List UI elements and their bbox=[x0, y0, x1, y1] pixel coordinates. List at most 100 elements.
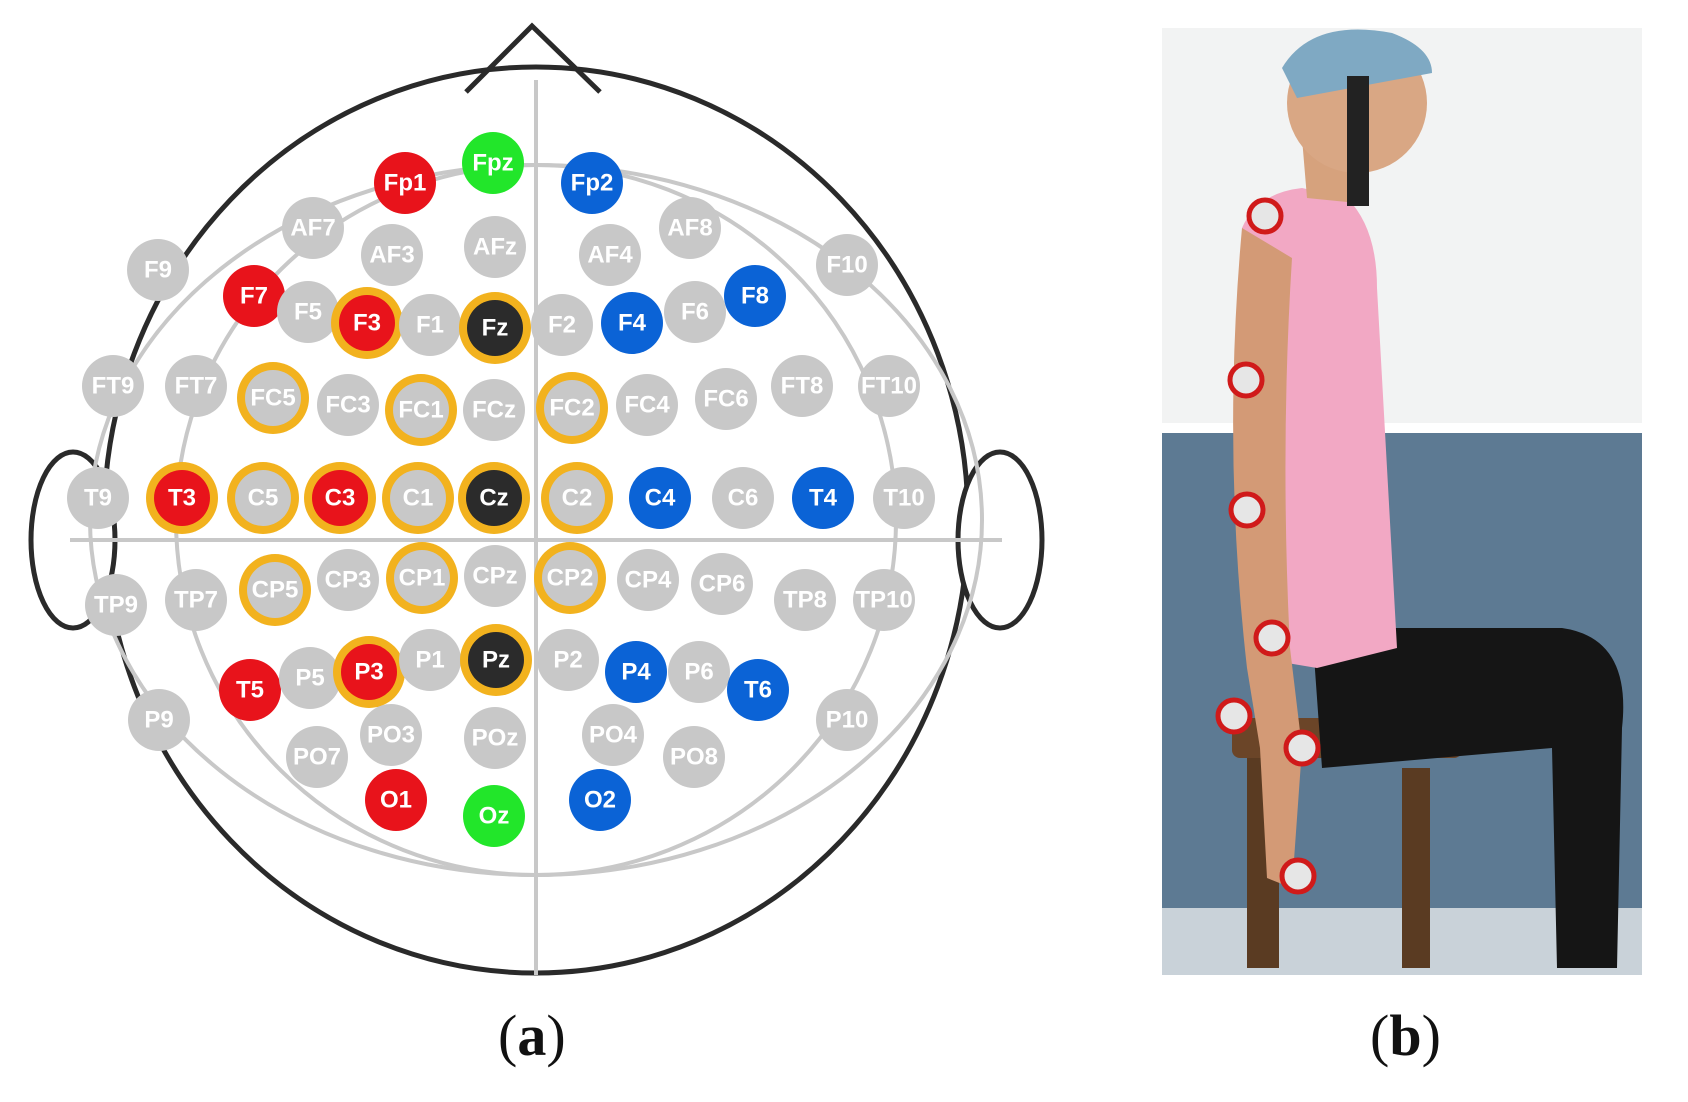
electrode-label: CP1 bbox=[399, 565, 446, 592]
electrode-dot bbox=[317, 549, 379, 611]
electrode-f7: F7 bbox=[223, 265, 285, 327]
electrode-label: T6 bbox=[744, 677, 772, 704]
subject-photo bbox=[1162, 28, 1642, 975]
electrode-label: FC6 bbox=[703, 386, 748, 413]
electrode-label: PO3 bbox=[367, 722, 415, 749]
electrode-fz: Fz bbox=[459, 292, 531, 364]
electrode-fc6: FC6 bbox=[695, 368, 757, 430]
electrode-dot bbox=[394, 550, 450, 606]
electrode-f4: F4 bbox=[601, 292, 663, 354]
electrode-dot bbox=[873, 467, 935, 529]
electrode-tp8: TP8 bbox=[774, 569, 836, 631]
electrode-fp1: Fp1 bbox=[374, 152, 436, 214]
electrode-dot bbox=[361, 224, 423, 286]
electrode-label: TP8 bbox=[783, 587, 827, 614]
electrode-label: TP10 bbox=[855, 587, 912, 614]
electrode-label: T10 bbox=[883, 485, 924, 512]
electrode-dot bbox=[390, 470, 446, 526]
electrode-po3: PO3 bbox=[360, 704, 422, 766]
electrode-dot bbox=[569, 769, 631, 831]
electrode-dot bbox=[629, 467, 691, 529]
electrode-fc5: FC5 bbox=[237, 362, 309, 434]
electrode-fc4: FC4 bbox=[616, 374, 678, 436]
electrode-f6: F6 bbox=[664, 281, 726, 343]
electrode-dot bbox=[464, 707, 526, 769]
eeg-cap bbox=[1282, 29, 1432, 98]
electrode-label: CP4 bbox=[625, 567, 672, 594]
electrode-dot bbox=[537, 629, 599, 691]
electrode-c6: C6 bbox=[712, 467, 774, 529]
electrode-oz: Oz bbox=[463, 785, 525, 847]
electrode-dot bbox=[341, 644, 397, 700]
electrode-label: FC3 bbox=[325, 392, 370, 419]
electrode-c5: C5 bbox=[227, 462, 299, 534]
electrode-label: F6 bbox=[681, 299, 709, 326]
electrode-label: CP6 bbox=[699, 571, 746, 598]
electrode-dot bbox=[466, 470, 522, 526]
electrode-label: C1 bbox=[403, 485, 434, 512]
electrode-dot bbox=[463, 379, 525, 441]
electrode-dot bbox=[724, 265, 786, 327]
electrode-t4: T4 bbox=[792, 467, 854, 529]
electrode-po8: PO8 bbox=[663, 726, 725, 788]
electrode-dot bbox=[858, 355, 920, 417]
electrode-dot bbox=[279, 647, 341, 709]
electrode-p4: P4 bbox=[605, 641, 667, 703]
electrode-t10: T10 bbox=[873, 467, 935, 529]
electrode-dot bbox=[816, 234, 878, 296]
electrode-fc1: FC1 bbox=[385, 374, 457, 446]
electrode-fcz: FCz bbox=[463, 379, 525, 441]
electrode-f8: F8 bbox=[724, 265, 786, 327]
electrode-dot bbox=[360, 704, 422, 766]
electrode-label: Fpz bbox=[472, 150, 513, 177]
electrode-poz: POz bbox=[464, 707, 526, 769]
chair-leg-back bbox=[1402, 768, 1430, 968]
electrode-dot bbox=[127, 239, 189, 301]
electrode-label: FC2 bbox=[549, 395, 594, 422]
electrode-label: FC1 bbox=[398, 397, 443, 424]
electrode-f5: F5 bbox=[277, 281, 339, 343]
electrode-dot bbox=[668, 641, 730, 703]
electrode-label: TP7 bbox=[174, 587, 218, 614]
electrode-label: CP2 bbox=[547, 565, 594, 592]
electrode-label: P6 bbox=[684, 659, 713, 686]
electrode-cp3: CP3 bbox=[317, 549, 379, 611]
electrode-label: FT8 bbox=[781, 373, 824, 400]
electrode-dot bbox=[365, 769, 427, 831]
electrode-label: C2 bbox=[562, 485, 593, 512]
electrode-dot bbox=[664, 281, 726, 343]
electrode-label: AF7 bbox=[290, 215, 335, 242]
caption-b-open: ( bbox=[1370, 1003, 1390, 1068]
electrode-label: O2 bbox=[584, 787, 616, 814]
electrode-label: FT10 bbox=[861, 373, 917, 400]
electrode-dot bbox=[282, 197, 344, 259]
electrode-label: Oz bbox=[479, 803, 510, 830]
electrode-po4: PO4 bbox=[582, 704, 644, 766]
electrode-label: POz bbox=[472, 725, 519, 752]
electrode-tp10: TP10 bbox=[853, 569, 915, 631]
electrode-label: F1 bbox=[416, 312, 444, 339]
electrode-c4: C4 bbox=[629, 467, 691, 529]
caption-a-open: ( bbox=[498, 1003, 518, 1068]
electrode-dot bbox=[374, 152, 436, 214]
electrode-dot bbox=[245, 370, 301, 426]
electrode-p3: P3 bbox=[333, 636, 405, 708]
caption-a: (a) bbox=[498, 1002, 566, 1069]
electrode-label: FC4 bbox=[624, 392, 670, 419]
electrode-label: C3 bbox=[325, 485, 356, 512]
electrode-af3: AF3 bbox=[361, 224, 423, 286]
electrode-ft7: FT7 bbox=[165, 355, 227, 417]
electrode-c2: C2 bbox=[541, 462, 613, 534]
electrode-f3: F3 bbox=[331, 287, 403, 359]
electrode-p9: P9 bbox=[128, 689, 190, 751]
electrode-label: P2 bbox=[553, 647, 582, 674]
electrode-cp5: CP5 bbox=[239, 554, 311, 626]
electrode-label: P9 bbox=[144, 707, 173, 734]
electrode-af4: AF4 bbox=[579, 224, 641, 286]
electrode-label: O1 bbox=[380, 787, 412, 814]
electrode-fp2: Fp2 bbox=[561, 152, 623, 214]
electrode-af8: AF8 bbox=[659, 197, 721, 259]
electrode-cp1: CP1 bbox=[386, 542, 458, 614]
electrode-label: C5 bbox=[248, 485, 279, 512]
